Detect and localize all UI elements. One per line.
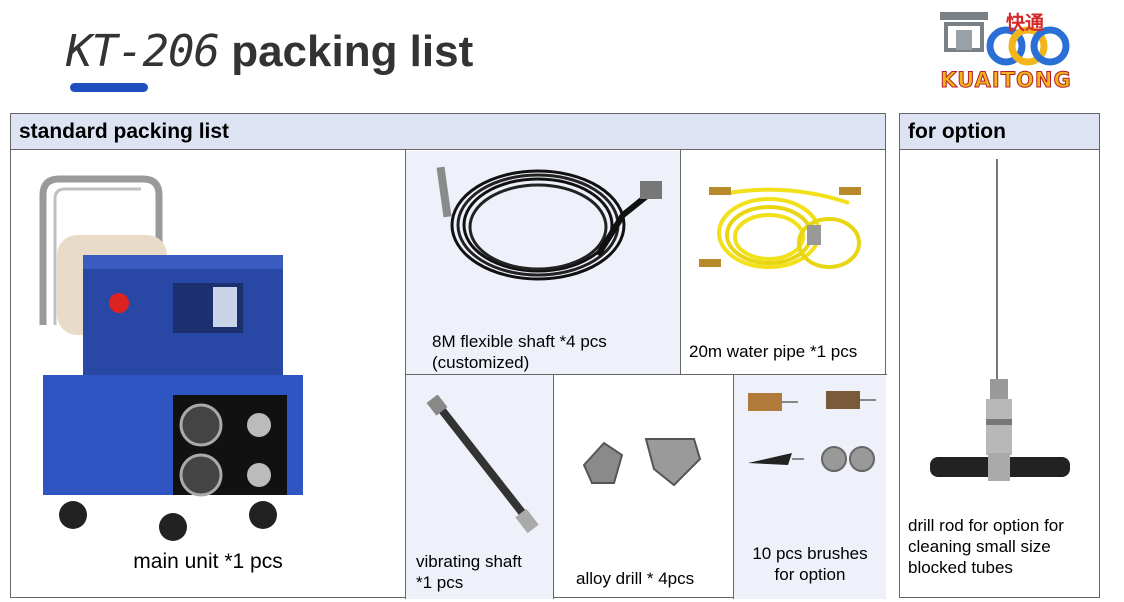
logo-rings-icon xyxy=(940,12,1070,66)
standard-packing-table: standard packing list main unit *1 pcs xyxy=(10,113,887,599)
kuaitong-logo: 快通 KUAITONG xyxy=(936,4,1076,96)
alloy-drill-caption: alloy drill * 4pcs xyxy=(576,569,695,588)
flexible-shaft-caption: 8M flexible shaft *4 pcs (customized) xyxy=(432,332,607,372)
standard-header: standard packing list xyxy=(11,114,885,150)
option-table: for option drill rod for option for clea… xyxy=(899,113,1100,598)
option-header: for option xyxy=(900,114,1099,150)
item-drill-rod: drill rod for option for cleaning small … xyxy=(900,151,1099,597)
divider xyxy=(405,374,887,375)
model-name: KT-206 xyxy=(66,26,220,77)
main-unit-caption: main unit *1 pcs xyxy=(133,550,283,573)
drill-rod-icon xyxy=(930,159,1070,481)
title-underline xyxy=(70,83,148,92)
alloy-drill-icon xyxy=(582,438,702,487)
vibrating-shaft-caption: vibrating shaft *1 pcs xyxy=(416,552,522,592)
flexible-shaft-icon xyxy=(436,166,662,281)
item-main-unit: main unit *1 pcs xyxy=(11,151,405,599)
drill-rod-caption: drill rod for option for cleaning small … xyxy=(908,516,1064,577)
divider xyxy=(733,374,734,599)
page-title: KT-206 packing list xyxy=(66,26,473,77)
logo-brand: KUAITONG xyxy=(940,68,1072,93)
item-alloy-drill: alloy drill * 4pcs xyxy=(554,375,733,599)
brushes-caption: 10 pcs brushes for option xyxy=(752,544,868,584)
item-flexible-shaft: 8M flexible shaft *4 pcs (customized) xyxy=(406,151,680,374)
title-text: packing list xyxy=(231,27,474,76)
water-pipe-caption: 20m water pipe *1 pcs xyxy=(689,342,858,361)
divider xyxy=(553,374,554,599)
item-water-pipe: 20m water pipe *1 pcs xyxy=(681,151,886,374)
item-vibrating-shaft: vibrating shaft *1 pcs xyxy=(406,375,553,599)
logo-chinese: 快通 xyxy=(1006,12,1045,34)
vibrating-shaft-icon xyxy=(426,395,539,534)
divider xyxy=(680,150,681,374)
brushes-icon xyxy=(748,391,876,472)
water-pipe-icon xyxy=(699,187,861,269)
item-brushes: 10 pcs brushes for option xyxy=(734,375,886,599)
main-unit-icon xyxy=(39,175,303,541)
